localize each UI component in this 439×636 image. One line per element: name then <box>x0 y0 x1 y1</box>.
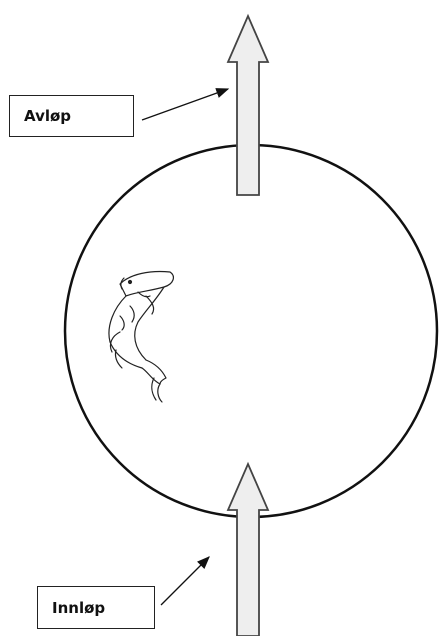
outlet-pointer-line <box>142 89 228 120</box>
tank-circle <box>65 145 437 517</box>
inlet-arrow <box>228 464 268 636</box>
outlet-label-box: Avløp <box>9 95 134 137</box>
outlet-arrow <box>228 16 268 195</box>
inlet-label: Innløp <box>52 599 105 617</box>
inlet-label-box: Innløp <box>37 586 155 629</box>
fish-icon <box>109 272 173 403</box>
inlet-pointer-line <box>161 557 209 605</box>
outlet-label: Avløp <box>24 107 71 125</box>
